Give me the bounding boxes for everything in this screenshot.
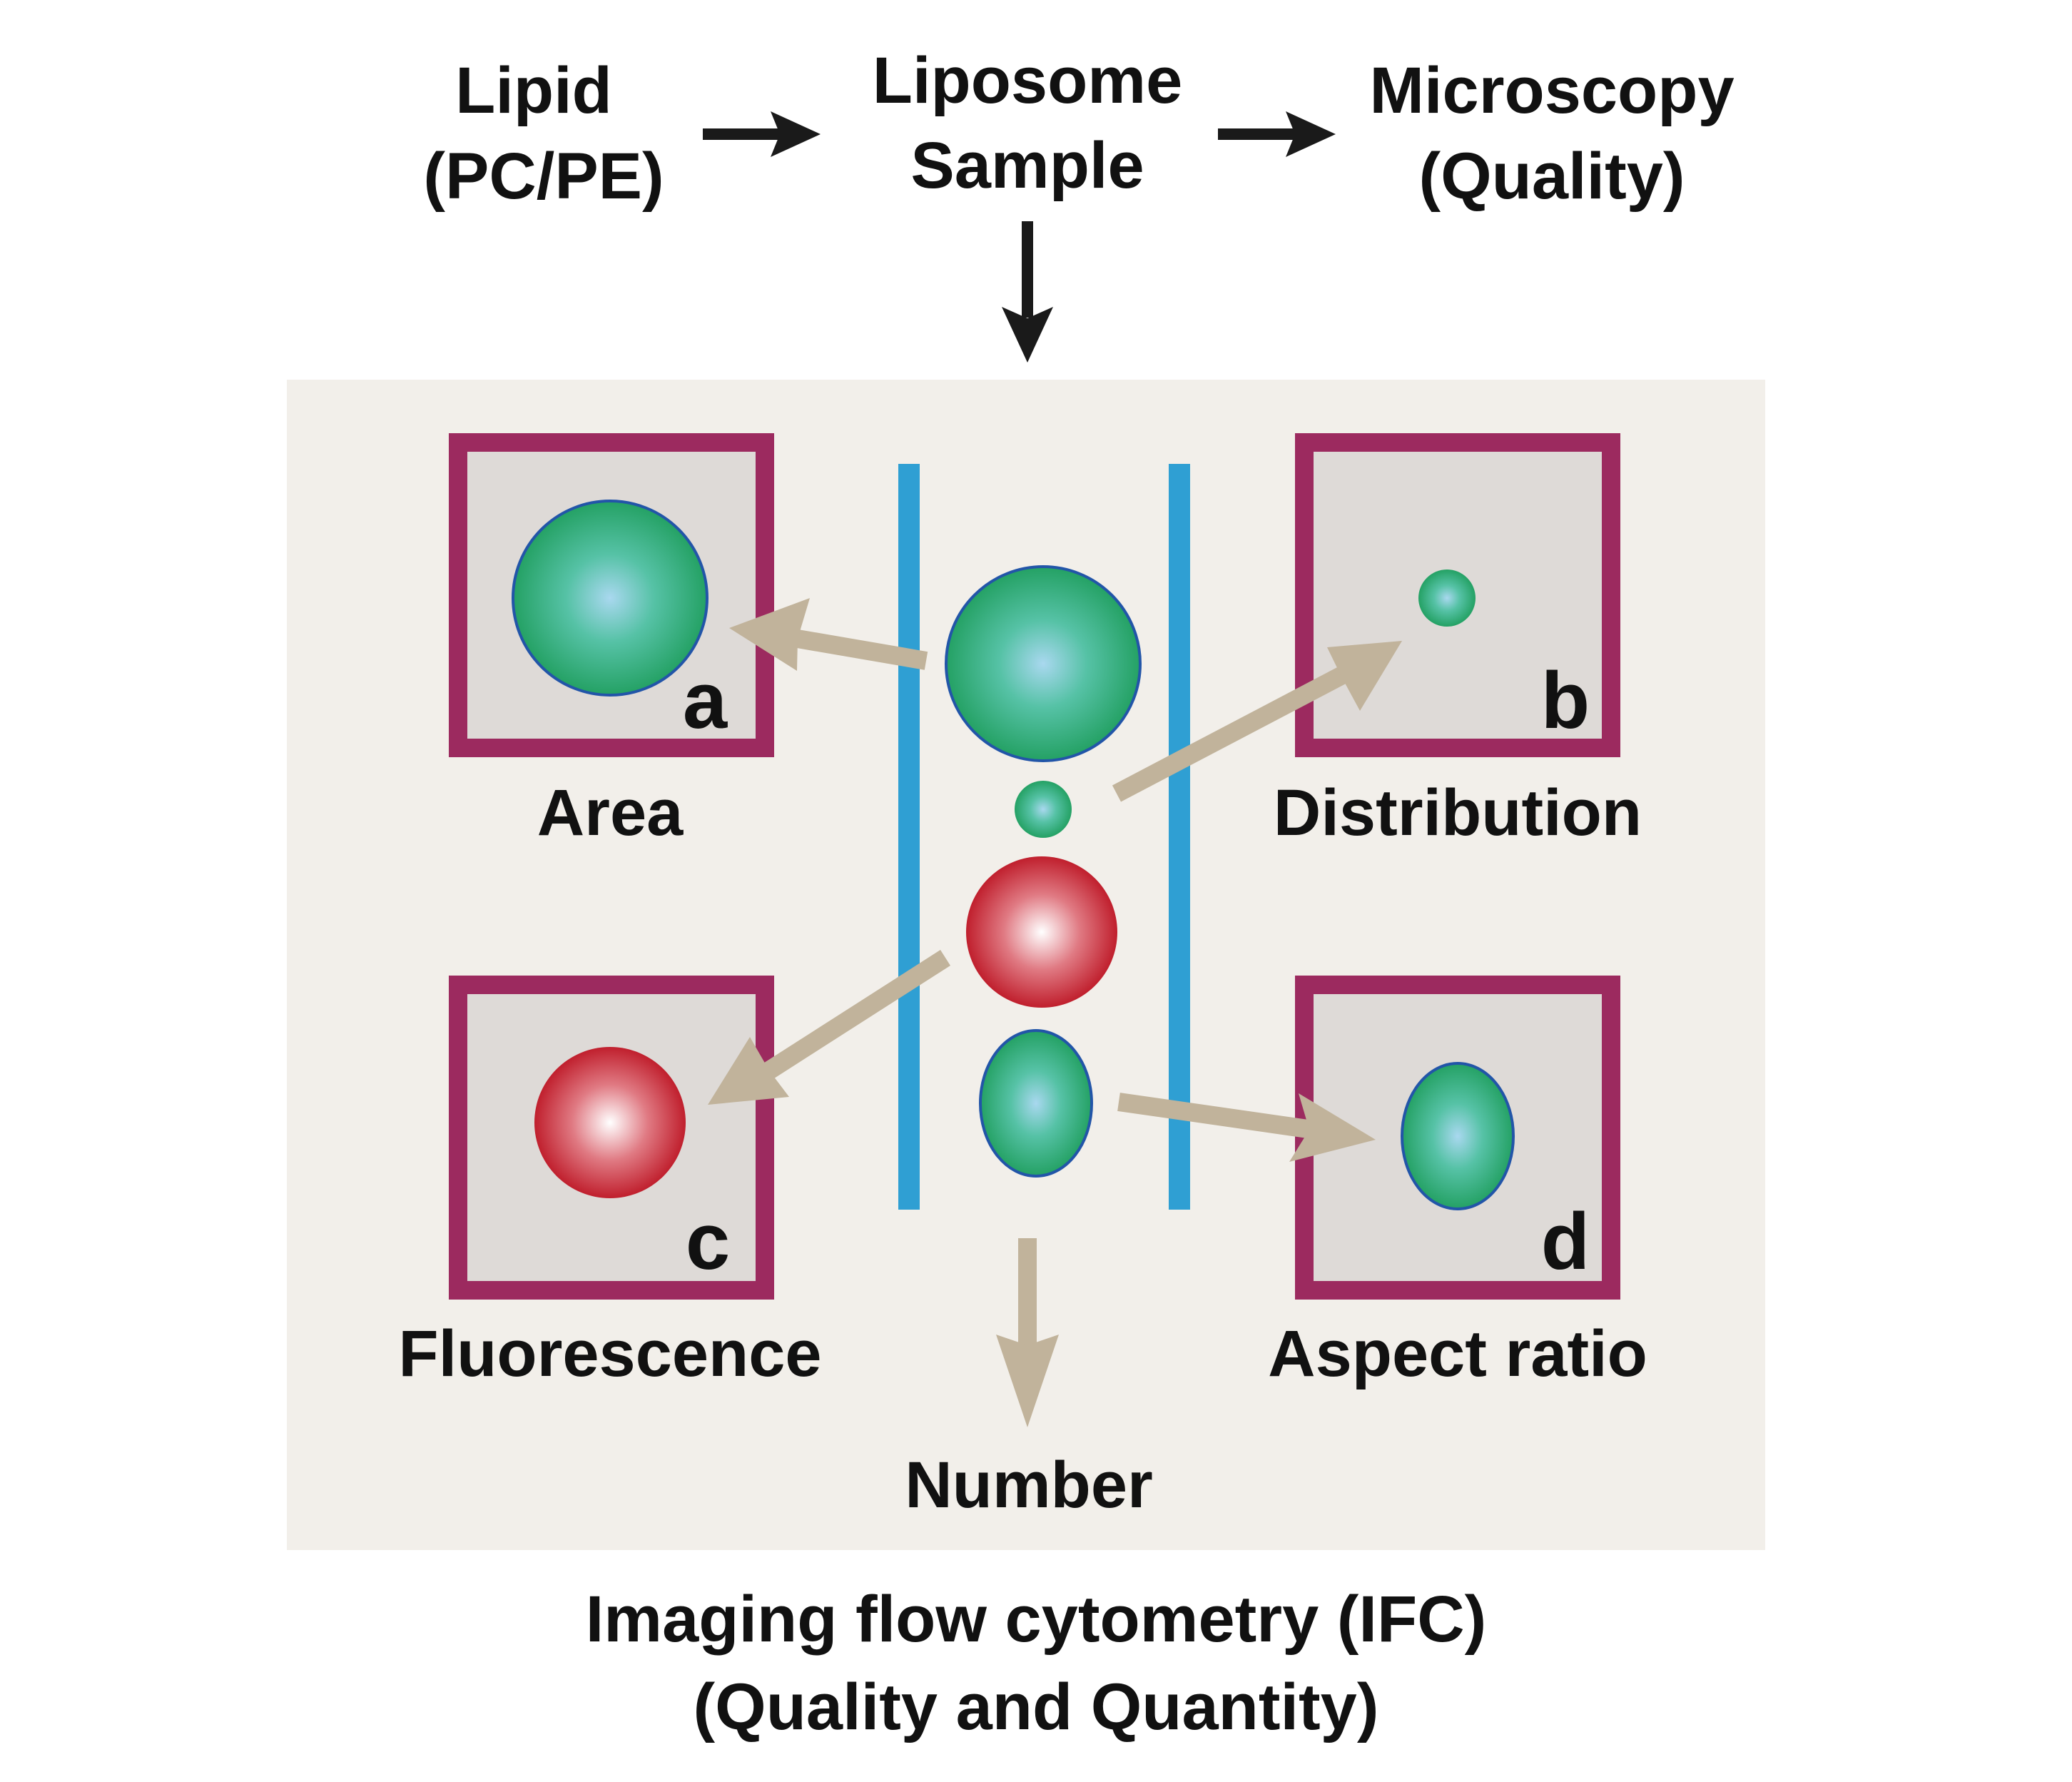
- distribution-caption: Distribution: [1274, 776, 1642, 849]
- tan-arrow-to-d: [1117, 1093, 1376, 1162]
- lipid-label-line2: (PC/PE): [423, 140, 664, 213]
- aspect-ratio-caption: Aspect ratio: [1268, 1317, 1647, 1390]
- inset-a-bead: [512, 500, 709, 697]
- inset-c-letter: c: [686, 1197, 730, 1286]
- inset-a: a: [449, 433, 774, 757]
- small-green-bead: [1015, 781, 1072, 838]
- fluorescence-caption: Fluorescence: [398, 1317, 821, 1390]
- microscopy-label-line1: Microscopy: [1369, 54, 1734, 127]
- red-bead: [966, 856, 1117, 1008]
- inset-b: b: [1295, 433, 1620, 757]
- area-caption: Area: [537, 776, 684, 849]
- inset-a-letter: a: [683, 656, 728, 745]
- lipid-label-line1: Lipid: [455, 54, 612, 127]
- inset-b-bead: [1418, 569, 1476, 627]
- inset-c: c: [449, 976, 774, 1300]
- inset-d: d: [1295, 976, 1620, 1300]
- footer-line2: (Quality and Quantity): [694, 1671, 1379, 1743]
- inset-c-bead: [534, 1047, 686, 1198]
- inset-b-letter: b: [1541, 656, 1590, 745]
- liposome-label-line2: Sample: [910, 129, 1144, 202]
- microscopy-label-line2: (Quality): [1418, 140, 1685, 213]
- footer-line1: Imaging flow cytometry (IFC): [586, 1583, 1487, 1656]
- tan-arrow-to-a: [729, 598, 928, 671]
- channel-wall-left: [898, 464, 920, 1210]
- arrow-liposome-down: [1002, 221, 1053, 363]
- large-green-bead: [945, 565, 1142, 762]
- tan-arrow-to-b: [1112, 641, 1402, 802]
- inset-d-letter: d: [1541, 1197, 1590, 1286]
- liposome-label-line1: Liposome: [873, 44, 1182, 117]
- tan-arrow-to-number: [996, 1238, 1059, 1427]
- oval-green-bead: [979, 1029, 1093, 1178]
- arrow-liposome-to-microscopy: [1218, 111, 1336, 157]
- channel-wall-right: [1169, 464, 1190, 1210]
- arrow-lipid-to-liposome: [703, 111, 821, 157]
- tan-arrow-to-c: [708, 950, 951, 1105]
- inset-d-bead: [1401, 1062, 1515, 1210]
- number-label: Number: [905, 1449, 1153, 1522]
- flow-row: Lipid (PC/PE) Liposome Sample Microscopy…: [423, 44, 1735, 363]
